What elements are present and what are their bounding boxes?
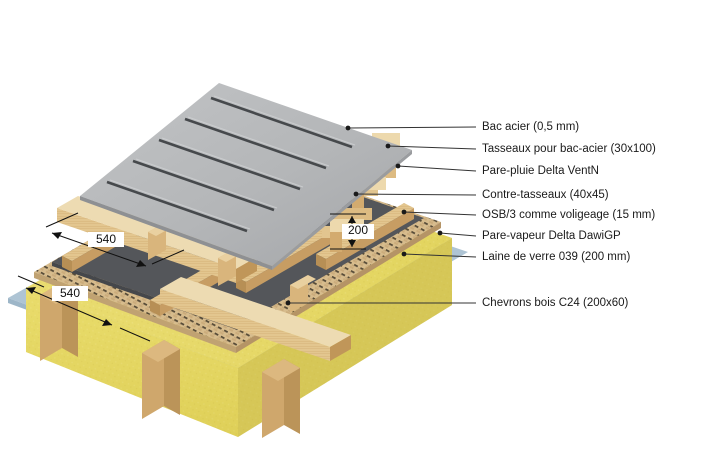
callout-label-laine-de-verre: Laine de verre 039 (200 mm) xyxy=(482,251,630,263)
steel-deck-seams xyxy=(106,96,353,233)
steel-deck-panel xyxy=(80,83,412,266)
steel-deck-seam-highlights xyxy=(109,95,356,230)
callout-bac-acier[interactable]: Bac acier (0,5 mm) xyxy=(345,121,580,133)
callout-pare-pluie[interactable]: Pare-pluie Delta VentN xyxy=(395,163,599,177)
callout-label-chevrons: Chevrons bois C24 (200x60) xyxy=(482,297,629,309)
dimension-epaisseur: 200 xyxy=(330,213,374,250)
dimension-label-200: 200 xyxy=(348,223,368,237)
leader-dot-icon xyxy=(437,230,443,236)
leader-dot-icon xyxy=(285,300,291,306)
callout-label-bac-acier: Bac acier (0,5 mm) xyxy=(482,121,579,133)
callout-tasseaux[interactable]: Tasseaux pour bac-acier (30x100) xyxy=(385,143,656,155)
steel-deck-right-edge xyxy=(272,150,412,270)
callout-chevrons[interactable]: Chevrons bois C24 (200x60) xyxy=(285,297,629,309)
chevron-3 xyxy=(262,359,300,438)
callout-label-tasseaux: Tasseaux pour bac-acier (30x100) xyxy=(482,143,656,155)
insulation-front-texture xyxy=(26,288,238,437)
callout-label-pare-pluie: Pare-pluie Delta VentN xyxy=(482,165,599,177)
layer-bac-acier xyxy=(80,83,412,270)
dimension-entraxe-haut: 540 xyxy=(45,212,185,267)
group-callouts: Bac acier (0,5 mm) Tasseaux pour bac-aci… xyxy=(285,121,656,309)
dimension-label-540-bottom: 540 xyxy=(60,286,80,300)
leader-dot-icon xyxy=(401,251,407,257)
callout-osb[interactable]: OSB/3 comme voligeage (15 mm) xyxy=(401,209,656,221)
callout-contre-tasseaux[interactable]: Contre-tasseaux (40x45) xyxy=(353,189,609,201)
leader-dot-icon xyxy=(385,143,391,149)
dimension-entraxe-bas: 540 xyxy=(17,275,151,342)
group-dimensions: 540 540 200 xyxy=(17,212,374,342)
callout-label-osb: OSB/3 comme voligeage (15 mm) xyxy=(482,209,655,221)
chevron-2 xyxy=(142,340,180,419)
leader-dot-icon xyxy=(353,191,359,197)
leader-dot-icon xyxy=(395,163,401,169)
callout-laine-de-verre[interactable]: Laine de verre 039 (200 mm) xyxy=(401,251,631,263)
steel-deck-front-edge xyxy=(80,196,272,270)
tasseau-transversal-2 xyxy=(160,277,351,361)
group-tasseaux-transversaux xyxy=(57,196,351,361)
callout-pare-vapeur[interactable]: Pare-vapeur Delta DawiGP xyxy=(437,230,621,242)
leader-dot-icon xyxy=(401,209,407,215)
callout-label-contre-tasseaux: Contre-tasseaux (40x45) xyxy=(482,189,609,201)
leader-dot-icon xyxy=(345,125,351,131)
dimension-label-540-top: 540 xyxy=(96,232,116,246)
callout-label-pare-vapeur: Pare-vapeur Delta DawiGP xyxy=(482,230,621,242)
